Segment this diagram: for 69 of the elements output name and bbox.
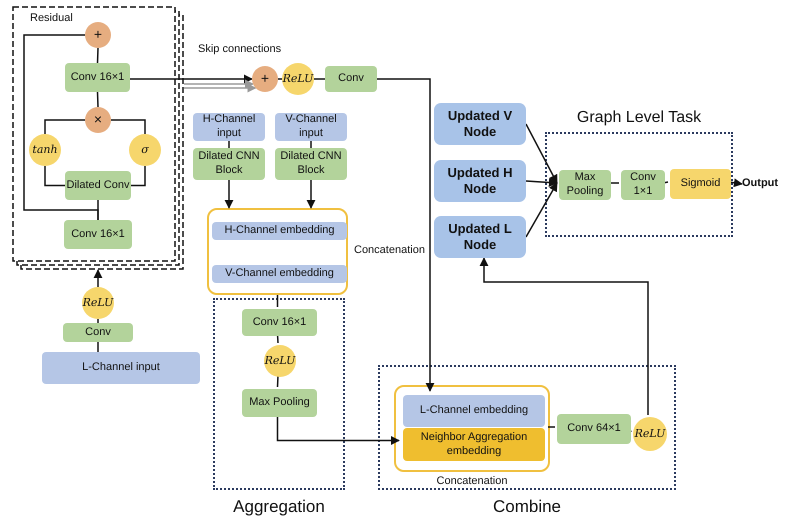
connector-line — [96, 92, 99, 108]
annotation-text: Skip connections — [198, 43, 282, 57]
arrow — [224, 180, 234, 209]
connector-line — [96, 48, 99, 64]
node-box: Updated H Node — [434, 160, 526, 202]
output-label: Output — [742, 176, 790, 192]
layer-box: Conv — [63, 323, 133, 342]
group-title: Residual — [30, 12, 73, 26]
activation-circle: ReLU — [264, 345, 296, 377]
arrow — [94, 269, 102, 287]
connector-line — [278, 78, 282, 80]
arrow — [525, 124, 558, 184]
connector-line — [97, 342, 99, 352]
arrow — [130, 74, 253, 84]
channel-box: H-Channel input — [193, 113, 265, 141]
group-title: Concatenation — [436, 475, 508, 489]
node-box: Updated L Node — [434, 216, 526, 258]
arrow — [480, 257, 649, 415]
group-title: Graph Level Task — [576, 108, 702, 128]
arrow — [728, 178, 743, 188]
arrow — [526, 178, 558, 187]
connector-line — [276, 295, 278, 307]
connector-line — [23, 34, 99, 220]
arrow — [184, 80, 254, 88]
activation-circle: ReLU — [633, 417, 667, 451]
layer-box: Conv — [325, 66, 377, 92]
connector-line — [276, 374, 279, 388]
layer-box: Dilated Conv — [65, 171, 131, 200]
activation-circle: ReLU — [282, 63, 314, 95]
layer-box: Conv 16×1 — [64, 220, 132, 249]
layer-box: Conv 16×1 — [242, 309, 317, 336]
connector-line — [310, 141, 312, 148]
connector-line — [44, 119, 85, 134]
layer-box: Dilated CNN Block — [275, 148, 347, 180]
connector-line — [276, 334, 279, 344]
connector-line — [314, 78, 325, 80]
activation-circle: ReLU — [82, 287, 114, 319]
layer-box: Dilated CNN Block — [193, 148, 265, 180]
connector-line — [111, 119, 146, 134]
connector-line — [662, 181, 668, 184]
connector-line — [131, 166, 146, 186]
layer-box: Conv 16×1 — [65, 63, 130, 92]
connector-line — [97, 319, 99, 323]
layer-box: Sigmoid — [670, 169, 731, 199]
group-title: Combine — [492, 496, 562, 517]
embedding-box: Neighbor Aggregation embedding — [403, 428, 545, 461]
group-title: Aggregation — [232, 496, 326, 517]
operator-circle: + — [252, 66, 278, 92]
connector-line — [44, 166, 65, 186]
layer-box: Conv 1×1 — [621, 170, 665, 200]
layer-box: Max Pooling — [242, 389, 317, 417]
layer-box: Conv 64×1 — [557, 414, 631, 444]
connector-line — [548, 426, 555, 428]
channel-box: L-Channel embedding — [403, 395, 545, 427]
arrow — [306, 180, 316, 209]
group-title: Concatenation — [354, 244, 425, 258]
arrow — [377, 78, 434, 392]
arrow — [525, 182, 558, 238]
channel-box: V-Channel input — [275, 113, 347, 141]
node-box: Updated V Node — [434, 103, 526, 145]
residual-block-stack — [12, 6, 184, 270]
arrow — [184, 84, 257, 92]
layer-box: Max Pooling — [559, 170, 611, 200]
connector-line — [609, 182, 619, 184]
connector-line — [228, 141, 230, 148]
channel-box: L-Channel input — [42, 352, 200, 384]
channel-box: V-Channel embedding — [212, 265, 347, 283]
arrow — [276, 415, 400, 445]
channel-box: H-Channel embedding — [212, 222, 347, 240]
